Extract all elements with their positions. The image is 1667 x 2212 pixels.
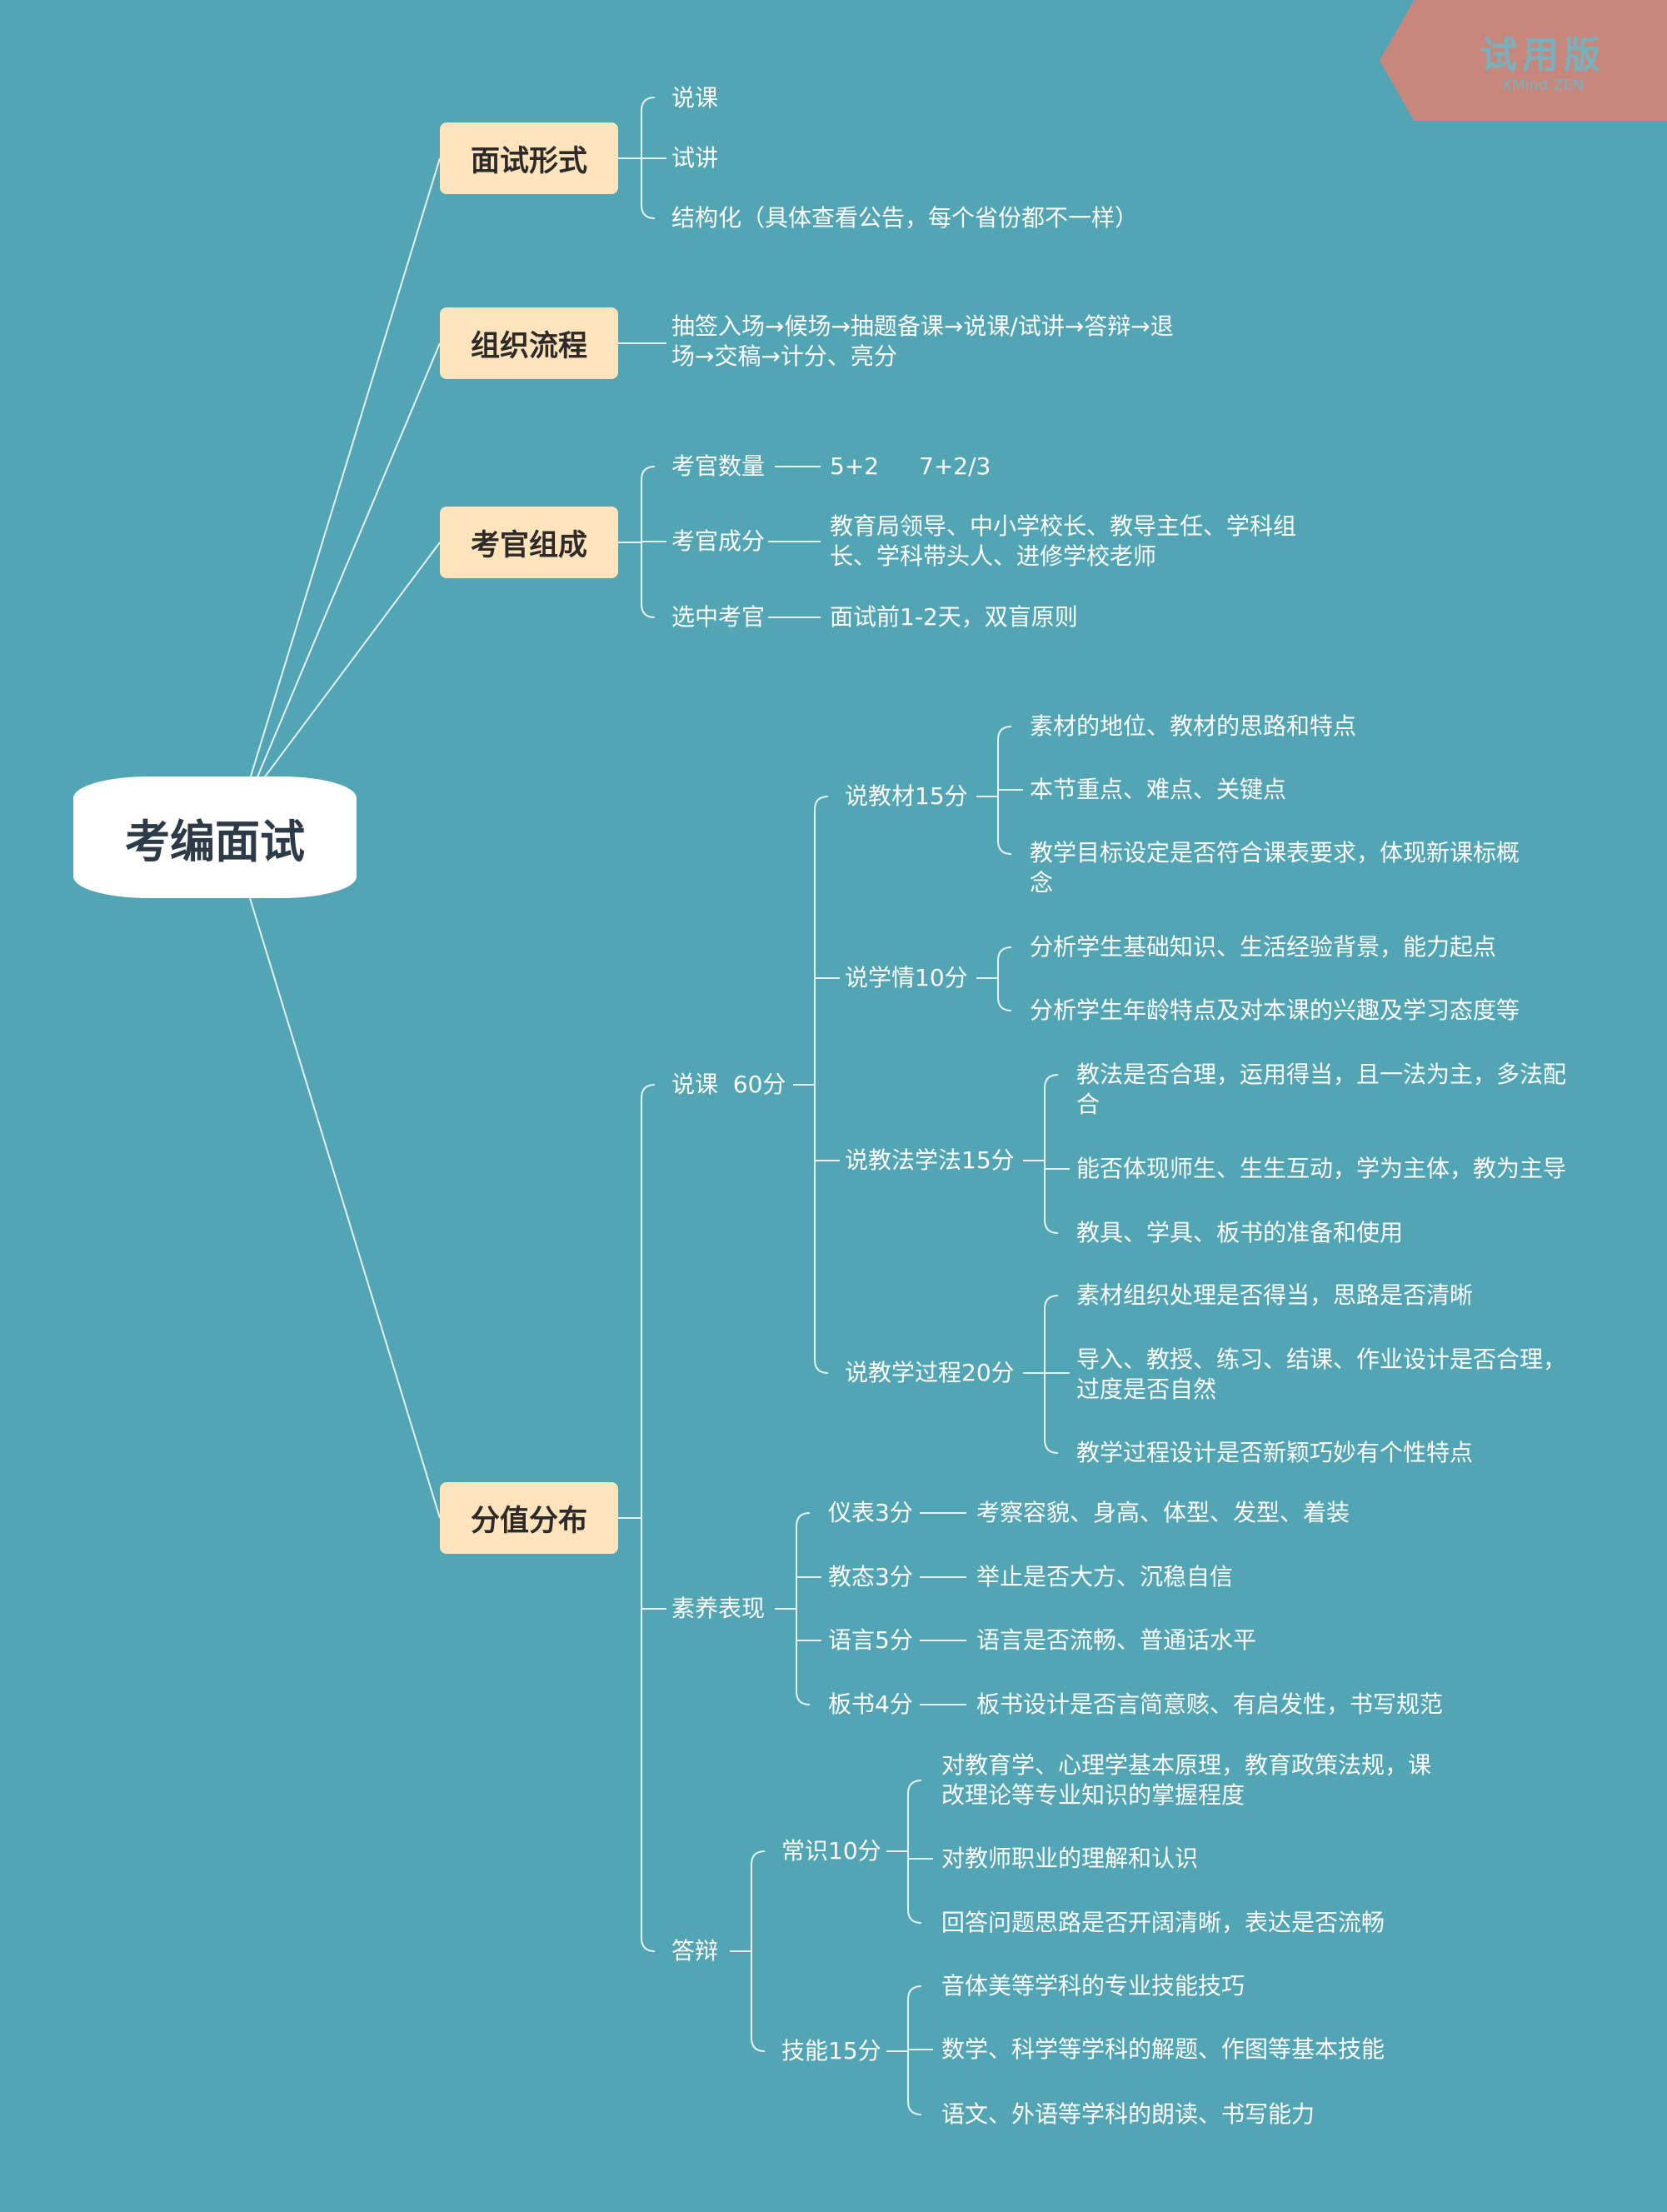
process-text[interactable]: 抽签入场→候场→抽题备课→说课/试讲→答辩→退场→交稿→计分、亮分 — [671, 312, 1174, 370]
material-label[interactable]: 说教材15分 — [845, 782, 968, 810]
defense-label[interactable]: 答辩 — [671, 1937, 719, 1965]
form-item[interactable]: 说课 — [671, 84, 719, 112]
material-item[interactable]: 本节重点、难点、关键点 — [1030, 776, 1287, 803]
node-examiners[interactable]: 考官组成 — [440, 507, 618, 578]
students-label[interactable]: 说学情10分 — [845, 964, 968, 991]
students-item[interactable]: 分析学生年龄特点及对本课的兴趣及学习态度等 — [1030, 996, 1520, 1024]
examiner-composition-label[interactable]: 考官成分 — [671, 527, 766, 555]
skills-item[interactable]: 音体美等学科的专业技能技巧 — [941, 1972, 1245, 2000]
examiner-count-value[interactable]: 7+2/3 — [919, 452, 991, 480]
examiner-count-label[interactable]: 考官数量 — [671, 452, 766, 480]
examiner-composition-value[interactable]: 教育局领导、中小学校长、教导主任、学科组长、学科带头人、进修学校老师 — [830, 512, 1297, 570]
quality-item-label[interactable]: 语言5分 — [828, 1626, 913, 1654]
quality-item-value[interactable]: 板书设计是否言简意赅、有启发性，书写规范 — [976, 1690, 1444, 1718]
form-item[interactable]: 试讲 — [671, 144, 719, 172]
trial-badge-subtitle: XMind ZEN — [1501, 77, 1585, 94]
knowledge-label[interactable]: 常识10分 — [781, 1837, 881, 1865]
quality-item-value[interactable]: 举止是否大方、沉稳自信 — [976, 1563, 1234, 1590]
quality-item-label[interactable]: 板书4分 — [828, 1690, 913, 1718]
node-interview-form[interactable]: 面试形式 — [440, 122, 618, 194]
methods-item[interactable]: 教法是否合理，运用得当，且一法为主，多法配合 — [1076, 1061, 1567, 1118]
methods-label[interactable]: 说教法学法15分 — [845, 1146, 1015, 1174]
knowledge-item[interactable]: 对教师职业的理解和认识 — [941, 1845, 1199, 1872]
quality-item-label[interactable]: 教态3分 — [828, 1563, 913, 1590]
teaching-process-item[interactable]: 导入、教授、练习、结课、作业设计是否合理，过度是否自然 — [1076, 1346, 1567, 1403]
teaching-process-item[interactable]: 素材组织处理是否得当，思路是否清晰 — [1076, 1281, 1474, 1309]
skills-label[interactable]: 技能15分 — [781, 2037, 881, 2065]
quality-label[interactable]: 素养表现 — [671, 1595, 766, 1622]
examiner-selection-label[interactable]: 选中考官 — [671, 603, 766, 631]
form-item[interactable]: 结构化（具体查看公告，每个省份都不一样） — [671, 204, 1139, 232]
node-scores[interactable]: 分值分布 — [440, 1482, 618, 1554]
root-node[interactable]: 考编面试 — [73, 776, 357, 898]
teaching-process-item[interactable]: 教学过程设计是否新颖巧妙有个性特点 — [1076, 1439, 1474, 1466]
knowledge-item[interactable]: 对教育学、心理学基本原理，教育政策法规，课改理论等专业知识的掌握程度 — [941, 1751, 1432, 1809]
skills-item[interactable]: 语文、外语等学科的朗读、书写能力 — [941, 2100, 1315, 2128]
teaching-process-label[interactable]: 说教学过程20分 — [845, 1359, 1015, 1386]
examiner-selection-value[interactable]: 面试前1-2天，双盲原则 — [830, 603, 1078, 631]
material-item[interactable]: 素材的地位、教材的思路和特点 — [1030, 712, 1357, 740]
trial-version-badge — [1380, 0, 1667, 121]
methods-item[interactable]: 教具、学具、板书的准备和使用 — [1076, 1219, 1404, 1246]
knowledge-item[interactable]: 回答问题思路是否开阔清晰，表达是否流畅 — [941, 1909, 1385, 1936]
examiner-count-value[interactable]: 5+2 — [830, 452, 880, 480]
trial-badge-title: 试用版 — [1480, 34, 1605, 77]
node-process[interactable]: 组织流程 — [440, 307, 618, 379]
quality-item-label[interactable]: 仪表3分 — [828, 1499, 913, 1526]
quality-item-value[interactable]: 语言是否流畅、普通话水平 — [976, 1626, 1257, 1654]
lecture-label[interactable]: 说课 60分 — [671, 1071, 786, 1098]
methods-item[interactable]: 能否体现师生、生生互动，学为主体，教为主导 — [1076, 1155, 1567, 1182]
quality-item-value[interactable]: 考察容貌、身高、体型、发型、着装 — [976, 1499, 1350, 1526]
material-item[interactable]: 教学目标设定是否符合课表要求，体现新课标概念 — [1030, 839, 1520, 896]
skills-item[interactable]: 数学、科学等学科的解题、作图等基本技能 — [941, 2035, 1385, 2063]
students-item[interactable]: 分析学生基础知识、生活经验背景，能力起点 — [1030, 933, 1497, 961]
